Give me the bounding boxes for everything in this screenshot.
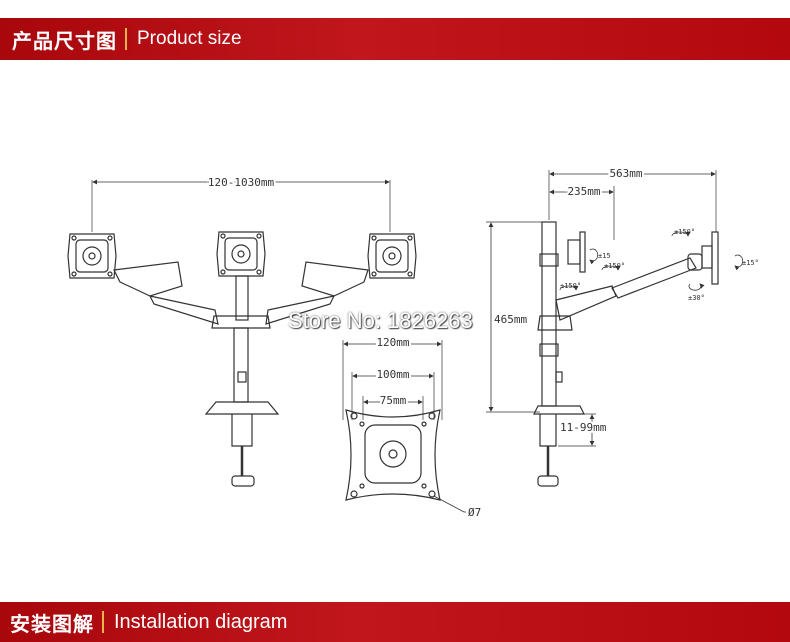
- front-pole: [233, 327, 249, 403]
- swivel-label-2: ±150°: [604, 262, 625, 270]
- vesa-plate-detail-drawing: [342, 340, 466, 513]
- hole-leader-line: [433, 495, 465, 513]
- side-clamp-base: [533, 405, 585, 415]
- installation-diagram-header: 安装图解 Installation diagram: [0, 602, 790, 642]
- pole-collar: [237, 371, 247, 383]
- pole-offset-label: 235mm: [567, 185, 600, 198]
- side-view-drawing: [486, 170, 744, 487]
- front-view-drawing: [67, 179, 417, 487]
- total-depth-label: 563mm: [609, 167, 642, 180]
- swivel-label-1: ±150°: [674, 228, 695, 236]
- side-pole: [541, 221, 557, 407]
- header-title-cn: 产品尺寸图: [12, 28, 117, 53]
- vesa-75-label: 75mm: [380, 394, 407, 407]
- right-vesa-plate: [367, 233, 417, 279]
- footer-divider: [102, 611, 104, 633]
- tilt-label-1: ±15: [598, 252, 611, 260]
- front-clamp-base: [204, 401, 280, 415]
- arm-span-label: 120-1030mm: [208, 176, 275, 189]
- footer-title-cn: 安装图解: [10, 611, 94, 636]
- swivel-label-3: ±150°: [560, 282, 581, 290]
- hole-diameter-label: Ø7: [468, 506, 481, 519]
- side-far-vesa-plate: [711, 231, 719, 285]
- side-upper-arm: [611, 257, 697, 299]
- side-clamp-knob: [537, 475, 559, 487]
- tilt-label-2: ±15°: [742, 259, 759, 267]
- vesa-plate-outline: [345, 409, 441, 501]
- center-hub: [211, 315, 271, 329]
- header-title-en: Product size: [137, 28, 242, 49]
- side-lower-arm: [555, 285, 617, 321]
- left-vesa-plate: [67, 233, 117, 279]
- store-watermark: Store No: 1826263: [288, 308, 473, 333]
- pole-height-label: 465mm: [494, 313, 527, 326]
- left-upper-arm: [113, 261, 183, 297]
- vesa-120-label: 120mm: [376, 336, 409, 349]
- header-divider: [125, 28, 127, 50]
- vesa-100-label: 100mm: [376, 368, 409, 381]
- footer-title-en: Installation diagram: [114, 610, 288, 633]
- front-clamp-body: [231, 414, 253, 447]
- left-lower-arm: [148, 295, 219, 325]
- right-upper-arm: [301, 261, 369, 297]
- center-vesa-plate: [216, 231, 266, 277]
- front-clamp-knob: [231, 475, 255, 487]
- rotation-label: ±30°: [688, 294, 705, 302]
- center-stem: [235, 275, 249, 321]
- clamp-range-label: 11-99mm: [560, 421, 607, 434]
- side-near-vesa-plate: [579, 231, 586, 273]
- product-size-header: 产品尺寸图 Product size: [0, 18, 790, 60]
- right-lower-arm: [265, 295, 336, 325]
